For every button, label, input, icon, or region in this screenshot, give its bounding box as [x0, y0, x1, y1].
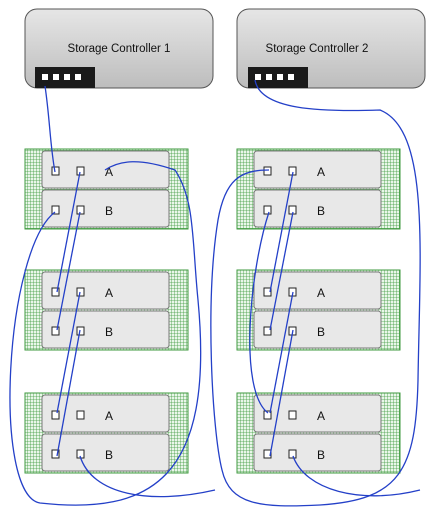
cable-ctrl1-to-enc1-a: [44, 85, 56, 173]
module-a: A: [253, 150, 382, 189]
module-a: A: [41, 271, 170, 310]
enclosure-c2-l1: AB: [236, 148, 401, 230]
port-icon: [76, 166, 85, 176]
port-icon: [263, 205, 272, 215]
port-icon: [263, 287, 272, 297]
cable-enc3-b-loop-right: [79, 455, 216, 498]
port-icon: [51, 287, 60, 297]
cable-enc2-a-to-enc3-a-r: [269, 291, 294, 414]
module-b: B: [41, 189, 170, 228]
port-icon: [263, 166, 272, 176]
port-icon: [76, 410, 85, 420]
storage-controller-1-label: Storage Controller 1: [68, 43, 171, 55]
enclosure-c2-l3: AB: [236, 392, 401, 474]
cable-enc1-b-to-enc3-b-loop: [9, 161, 202, 506]
port-icon: [288, 410, 297, 420]
storage-controller-1: Storage Controller 1: [24, 8, 214, 89]
cable-enc2-b-to-enc3-b: [56, 329, 81, 457]
module-label: B: [317, 325, 325, 339]
cable-enc1-a-to-enc2-a-r: [269, 171, 294, 293]
module-b: B: [253, 189, 382, 228]
controller-1-port-panel: [35, 67, 95, 88]
module-label: A: [317, 286, 325, 300]
port-icon: [51, 166, 60, 176]
storage-controller-2-label: Storage Controller 2: [266, 43, 369, 55]
cable-enc1-b-left-to-enc3: [249, 211, 270, 414]
cable-ctrl2-to-enc1-a: [210, 79, 421, 507]
module-label: A: [317, 409, 325, 423]
enclosure-c1-l3: AB: [24, 392, 189, 474]
port-icon: [51, 326, 60, 336]
cable-enc1-b-to-enc2-b-r: [269, 211, 294, 331]
cable-enc1-b-to-enc2-b: [56, 211, 81, 331]
cables: [9, 79, 421, 507]
port-icon: [51, 205, 60, 215]
cable-enc2-a-to-enc3-a: [56, 291, 81, 414]
port-icon: [263, 326, 272, 336]
module-label: B: [105, 204, 113, 218]
port-icon: [76, 287, 85, 297]
module-b: B: [41, 433, 170, 472]
module-b: B: [41, 310, 170, 349]
port-icon: [51, 410, 60, 420]
module-b: B: [253, 433, 382, 472]
controller-2-port-panel: [248, 67, 308, 88]
port-icon: [76, 205, 85, 215]
module-label: A: [105, 165, 113, 179]
module-label: B: [105, 325, 113, 339]
module-a: A: [253, 394, 382, 433]
module-label: A: [105, 286, 113, 300]
module-label: A: [105, 409, 113, 423]
module-label: A: [317, 165, 325, 179]
module-label: B: [317, 204, 325, 218]
cable-enc2-b-to-enc3-b-r: [269, 329, 294, 457]
port-icon: [288, 449, 297, 459]
module-a: A: [41, 394, 170, 433]
enclosure-c1-l1: AB: [24, 148, 189, 230]
port-icon: [263, 410, 272, 420]
enclosure-c1-l2: AB: [24, 269, 189, 351]
cable-enc3-b-loop-right-r: [292, 455, 421, 497]
module-label: B: [105, 448, 113, 462]
port-icon: [76, 326, 85, 336]
port-icon: [51, 449, 60, 459]
module-b: B: [253, 310, 382, 349]
module-label: B: [317, 448, 325, 462]
storage-controller-2: Storage Controller 2: [236, 8, 426, 89]
enclosure-c2-l2: AB: [236, 269, 401, 351]
cable-enc1-a-to-enc2-a: [56, 171, 81, 293]
